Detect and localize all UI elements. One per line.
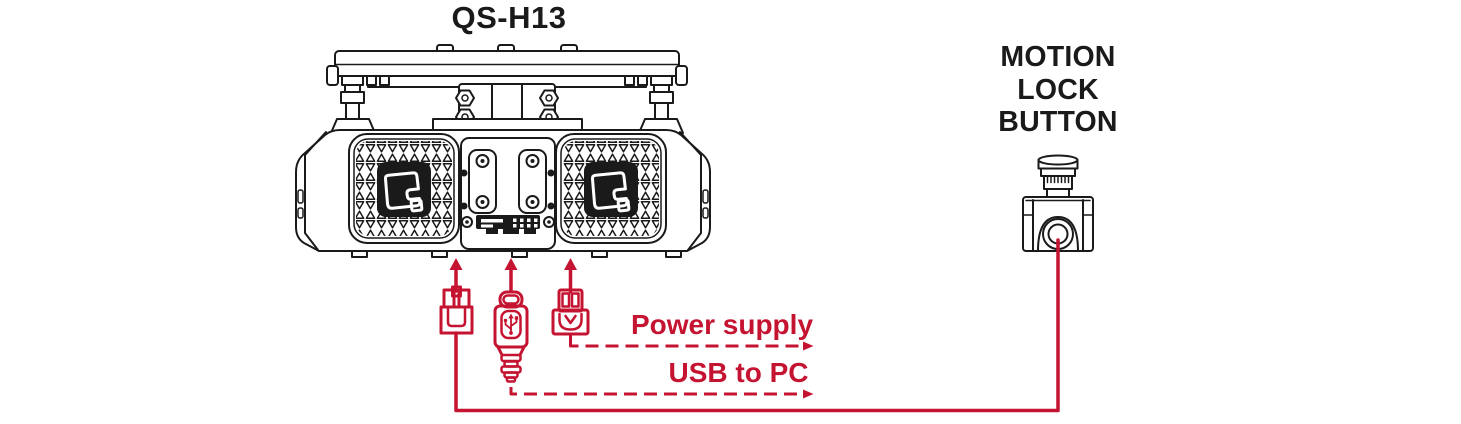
up-arrow-icon [564, 258, 577, 293]
right-grille [555, 133, 667, 244]
motion-lock-cable-line [454, 238, 1060, 413]
two-pin-plug-icon [439, 285, 474, 335]
io-port-strip [461, 215, 555, 234]
power-supply-dashed-arrow [569, 341, 814, 351]
left-grille [348, 133, 460, 244]
device-title: QS-H13 [451, 0, 567, 35]
usb-to-pc-dashed-arrow [509, 387, 814, 399]
motion-lock-button-label: MOTION LOCK BUTTON [998, 41, 1118, 138]
power-plug-icon [551, 288, 590, 343]
motion-lock-estop-button-icon [1022, 154, 1094, 252]
power-supply-label: Power supply [630, 309, 814, 340]
usb-c-plug-icon [493, 290, 529, 383]
qs-h13-device-line-art [295, 44, 711, 258]
usb-trident-icon [503, 313, 519, 335]
port-up-arrows [449, 258, 577, 293]
usb-to-pc-label: USB to PC [668, 357, 809, 388]
up-arrow-icon [504, 258, 518, 293]
